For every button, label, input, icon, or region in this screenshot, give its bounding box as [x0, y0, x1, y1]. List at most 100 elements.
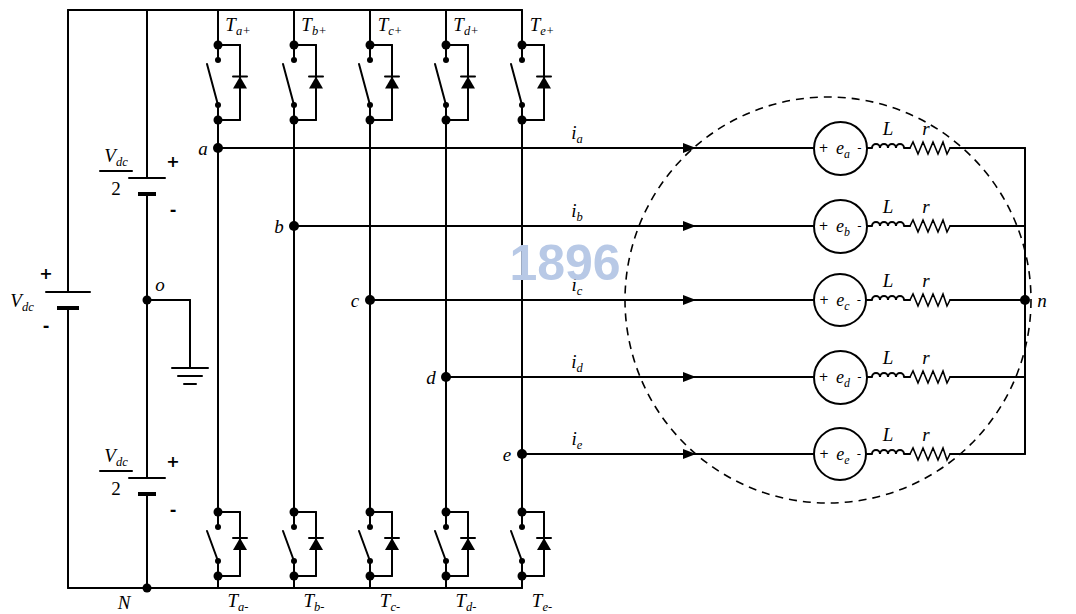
- phase-node-label: c: [351, 291, 359, 310]
- wire: [293, 576, 295, 588]
- voltage-label: Vdc: [10, 291, 33, 310]
- wire: [67, 308, 69, 588]
- wire: [904, 299, 910, 301]
- diode-symbol: [461, 76, 475, 78]
- diode-symbol: [233, 77, 247, 89]
- resistor-symbol: [910, 371, 950, 383]
- diode-symbol: [385, 76, 399, 78]
- switch-lever: [511, 64, 522, 105]
- junction-dot: [143, 584, 152, 593]
- voltage-label: Vdc: [104, 446, 127, 465]
- current-label: id: [571, 352, 583, 371]
- polarity-sign: -: [857, 448, 861, 460]
- wire: [293, 10, 295, 45]
- neutral-label: n: [1037, 291, 1047, 310]
- wire: [370, 299, 813, 301]
- current-label: ib: [571, 201, 583, 220]
- polarity-sign: +: [819, 371, 829, 383]
- current-arrow: [683, 449, 696, 459]
- diode-symbol: [385, 538, 399, 550]
- switch-contact: [443, 524, 449, 530]
- emf-label: ee: [836, 445, 849, 463]
- inductor-symbol: [872, 296, 904, 300]
- wire: [446, 44, 468, 46]
- wire: [294, 44, 316, 46]
- diode-symbol: [461, 538, 475, 550]
- switch-label: Tc-: [380, 591, 400, 610]
- switch-lever: [283, 64, 294, 105]
- switch-lever: [283, 531, 294, 561]
- wire: [218, 147, 813, 149]
- emf-source: +ed-: [813, 350, 868, 405]
- switch-label: Td+: [453, 15, 478, 34]
- wire: [522, 511, 544, 513]
- inductor-symbol: [872, 222, 904, 226]
- polarity-sign: +: [819, 448, 829, 460]
- diode-symbol: [233, 537, 247, 539]
- polarity-sign: +: [39, 266, 52, 282]
- diode-symbol: [233, 76, 247, 78]
- wire: [217, 576, 219, 588]
- resistor-symbol: [910, 220, 950, 232]
- diode-symbol: [537, 537, 551, 539]
- resistance-label: r: [922, 271, 929, 290]
- resistor-symbol: [910, 294, 950, 306]
- phase-node-label: d: [426, 368, 436, 387]
- wire: [445, 576, 447, 588]
- wire: [950, 453, 1025, 455]
- inductance-label: L: [883, 271, 894, 290]
- diode-symbol: [537, 76, 551, 78]
- switch-contact: [367, 524, 373, 530]
- resistance-label: r: [922, 197, 929, 216]
- switch-lever: [207, 64, 218, 105]
- polarity-sign: +: [819, 142, 829, 154]
- wire: [218, 44, 240, 46]
- polarity-sign: -: [857, 142, 861, 154]
- wire: [446, 376, 813, 378]
- diode-symbol: [537, 538, 551, 550]
- switch-contact: [367, 57, 373, 63]
- wire: [146, 494, 148, 588]
- wire: [369, 120, 371, 512]
- switch-label: Te+: [530, 15, 555, 34]
- diode-symbol: [537, 77, 551, 89]
- switch-lever: [359, 531, 370, 561]
- emf-source: +eb-: [813, 199, 868, 254]
- switch-label: Te-: [532, 591, 552, 610]
- battery-plate: [129, 177, 165, 179]
- polarity-sign: +: [819, 294, 829, 306]
- diode-symbol: [385, 77, 399, 89]
- switch-lever: [435, 531, 446, 561]
- wire: [146, 194, 148, 478]
- emf-label: ec: [836, 291, 849, 309]
- diode-symbol: [309, 537, 323, 539]
- wire: [950, 147, 1025, 149]
- wire: [370, 44, 392, 46]
- ground-symbol: [172, 367, 208, 369]
- resistor-symbol: [910, 448, 950, 460]
- wire: [370, 511, 392, 513]
- fraction-bar: [100, 470, 132, 472]
- polarity-sign: -: [857, 220, 861, 232]
- emf-label: ea: [836, 139, 850, 157]
- wire: [521, 10, 523, 45]
- emf-source: + ee-: [813, 427, 867, 481]
- polarity-sign: +: [166, 454, 179, 470]
- midpoint-label: o: [155, 275, 165, 294]
- inductance-label: L: [883, 119, 894, 138]
- polarity-sign: -: [170, 502, 177, 518]
- wire: [189, 300, 191, 368]
- resistance-label: r: [922, 348, 929, 367]
- switch-contact: [215, 57, 221, 63]
- wire: [904, 376, 910, 378]
- resistor-symbol: [910, 142, 950, 154]
- wire: [67, 10, 69, 292]
- phase-node-label: a: [198, 139, 208, 158]
- wire: [950, 299, 1025, 301]
- current-arrow: [683, 372, 696, 382]
- inductance-label: L: [883, 348, 894, 367]
- current-label: ia: [571, 123, 583, 142]
- fraction-denominator: 2: [111, 479, 121, 498]
- switch-contact: [443, 57, 449, 63]
